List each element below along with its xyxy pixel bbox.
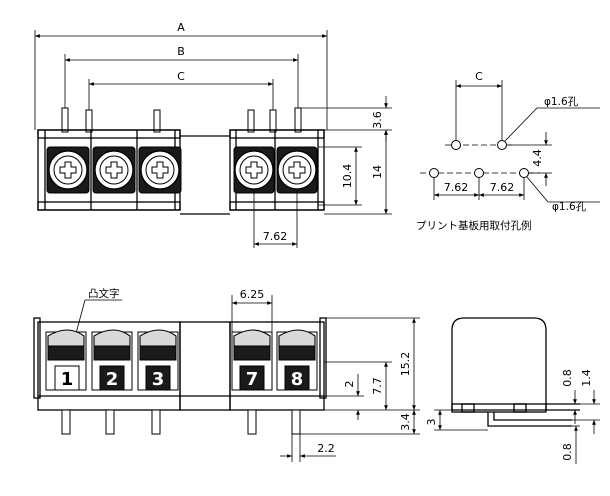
top-pins xyxy=(61,107,302,133)
terminal-number-7: 7 xyxy=(246,369,259,390)
pcb-caption: プリント基板用取付孔例 xyxy=(416,219,532,232)
screw-4 xyxy=(233,146,275,194)
dim-pitch-label: 7.62 xyxy=(263,230,288,243)
dimension-0-8-bottom: 0.8 xyxy=(561,425,580,464)
terminal-3: 3 xyxy=(137,329,179,391)
dimension-0-8-top: 0.8 xyxy=(561,369,577,424)
dimension-3-6: 3.6 xyxy=(298,96,392,142)
screw-5 xyxy=(276,146,318,194)
dim-2-2-label: 2.2 xyxy=(317,442,335,455)
pcb-holes xyxy=(420,140,540,178)
dimension-3: 3 xyxy=(425,409,488,431)
terminal-8: 8 xyxy=(276,329,318,391)
dim-c-label: C xyxy=(177,70,185,83)
front-legs xyxy=(61,409,301,435)
dim-6-25-label: 6.25 xyxy=(240,288,265,301)
terminal-block-right xyxy=(229,129,325,211)
terminal-2: 2 xyxy=(91,329,133,391)
terminal-7: 7 xyxy=(231,329,273,391)
dim-3-6-label: 3.6 xyxy=(371,111,384,129)
front-terminals: 1 2 3 7 xyxy=(45,329,318,391)
screws xyxy=(46,146,318,194)
emboss-note: 凸文字 xyxy=(88,287,120,300)
dimension-2: 2 xyxy=(324,374,364,420)
pcb-dimension-c: C xyxy=(455,70,503,145)
hole-label-top: φ1.6孔 xyxy=(544,95,579,108)
top-view: A B C xyxy=(34,21,392,248)
pcb-dim-4-4-label: 4.4 xyxy=(531,149,544,167)
dimension-14: 14 xyxy=(324,130,392,215)
hole-callout-top: φ1.6孔 xyxy=(504,95,600,142)
pcb-dim-c-label: C xyxy=(475,70,483,83)
side-view: 3 0.8 1.4 0.8 xyxy=(425,317,600,464)
dim-0-8-top-label: 0.8 xyxy=(561,369,574,387)
terminal-number-3: 3 xyxy=(152,369,165,390)
dim-3-label: 3 xyxy=(425,419,438,426)
terminal-1: 1 xyxy=(45,329,87,391)
dim-1-4-label: 1.4 xyxy=(580,369,593,387)
hole-label-bottom: φ1.6孔 xyxy=(552,200,587,213)
dimension-2-2: 2.2 xyxy=(280,434,336,462)
dimension-1-4: 1.4 xyxy=(572,369,600,434)
pcb-hole-layout: C φ1.6孔 φ1.6孔 4.4 xyxy=(416,70,600,232)
front-view: 凸文字 6.25 1 xyxy=(33,287,420,462)
dim-15-2-label: 15.2 xyxy=(399,352,412,377)
dim-a-label: A xyxy=(177,21,185,34)
pcb-dimension-pitch: 7.62 7.62 xyxy=(433,177,525,200)
screw-2 xyxy=(92,146,136,194)
dim-14-label: 14 xyxy=(371,165,384,179)
terminal-number-8: 8 xyxy=(291,369,304,390)
side-body xyxy=(451,317,580,427)
dim-0-8-bottom-label: 0.8 xyxy=(561,443,574,461)
dimension-10-4: 10.4 xyxy=(318,146,362,206)
terminal-number-1: 1 xyxy=(61,369,74,390)
dim-10-4-label: 10.4 xyxy=(341,164,354,189)
dimension-b: B xyxy=(64,45,299,108)
dimension-pitch: 7.62 xyxy=(253,190,298,248)
dimension-15-2: 15.2 xyxy=(326,317,420,410)
hole-callout-bottom: φ1.6孔 xyxy=(526,176,600,213)
screw-1 xyxy=(46,146,90,194)
dimension-a: A xyxy=(34,21,328,130)
dim-2-label: 2 xyxy=(343,381,356,388)
dimension-c: C xyxy=(88,70,274,110)
dimension-3-4: 3.4 xyxy=(300,410,420,435)
terminal-number-2: 2 xyxy=(106,369,119,390)
pcb-pitch-right-label: 7.62 xyxy=(490,181,515,194)
dim-7-7-label: 7.7 xyxy=(371,377,384,395)
dimension-7-7: 7.7 xyxy=(324,361,420,411)
pcb-pitch-left-label: 7.62 xyxy=(444,181,469,194)
dim-3-4-label: 3.4 xyxy=(399,413,412,431)
screw-3 xyxy=(138,146,182,194)
pcb-dimension-4-4: 4.4 xyxy=(506,132,552,186)
dim-b-label: B xyxy=(177,45,185,58)
